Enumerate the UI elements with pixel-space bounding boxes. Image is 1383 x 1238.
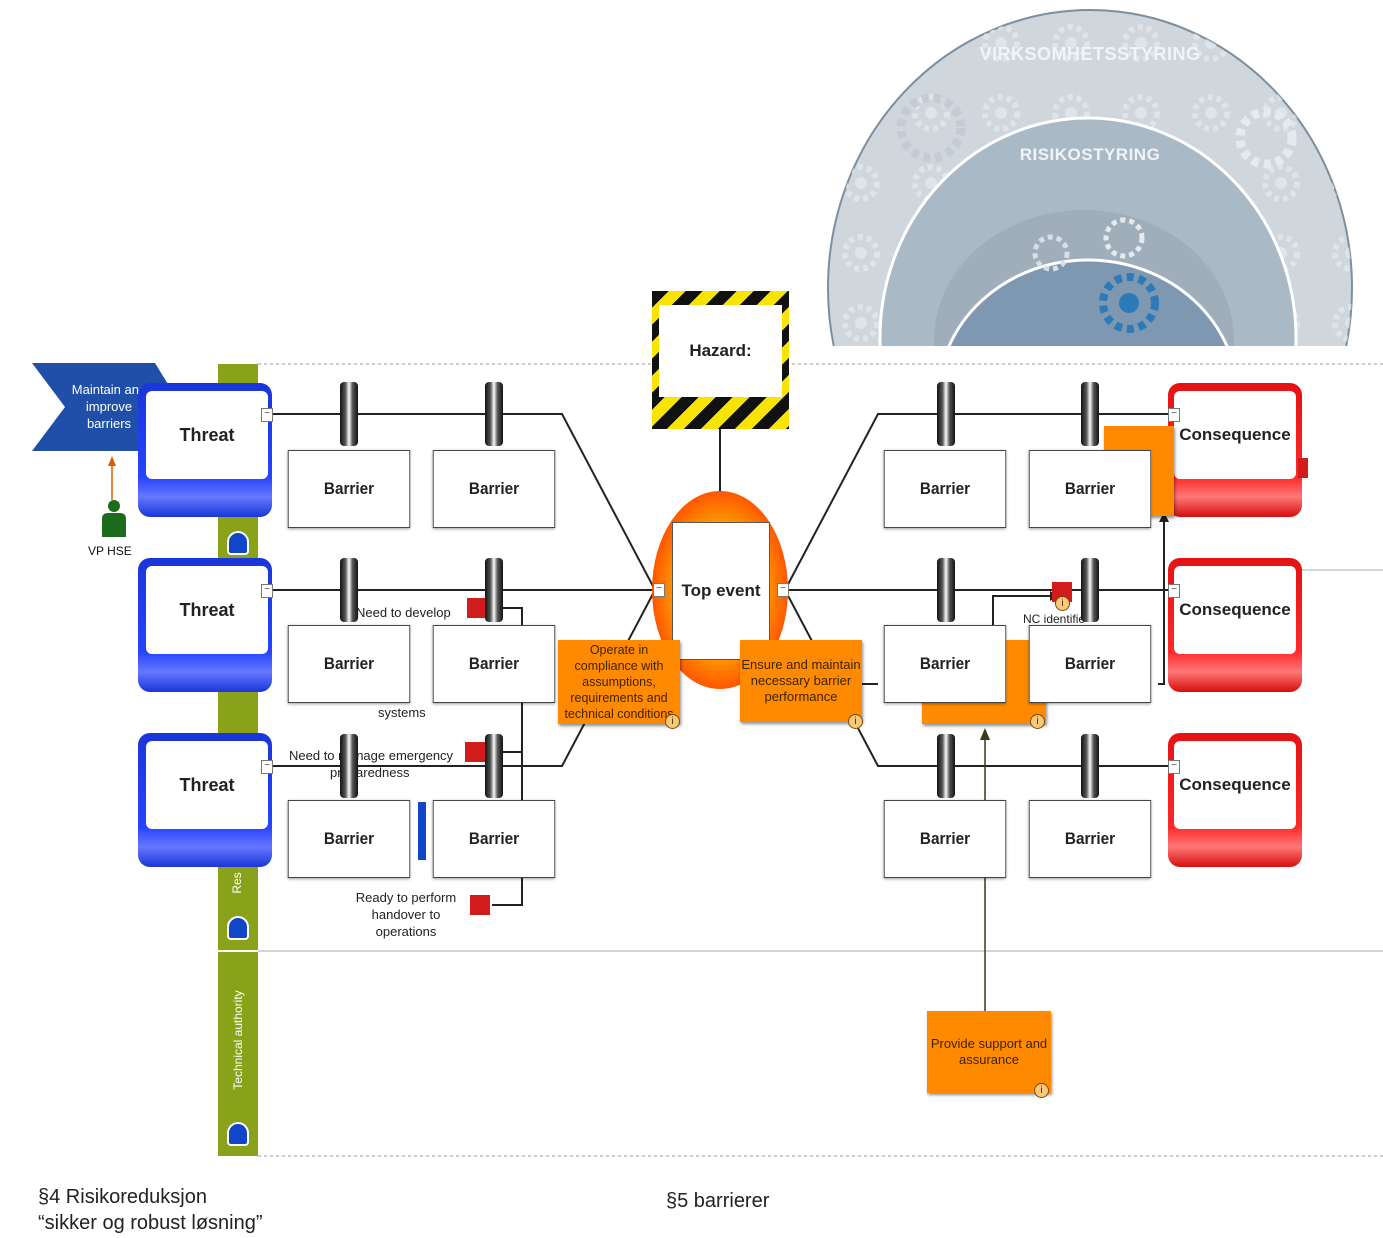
barrier-box[interactable]: Barrier [1028, 800, 1152, 878]
consequence-label: Consequence [1179, 775, 1291, 794]
lane-person-icon [229, 918, 247, 938]
info-icon[interactable]: i [1030, 714, 1045, 729]
lane-label-technical-authority: Technical authority [231, 990, 245, 1090]
barrier-cylinder [340, 382, 358, 446]
maintain-improve-label: Maintain and improve barriers [71, 382, 147, 431]
lane-person-icon [229, 533, 247, 553]
collapse-toggle[interactable]: − [1168, 408, 1180, 422]
hierarchy-inner-label: RISIKOSTYRING [1019, 145, 1161, 164]
threat-label: Threat [179, 599, 235, 620]
info-icon[interactable]: i [1034, 1083, 1049, 1098]
barrier-cylinder [1081, 558, 1099, 622]
action-operate[interactable]: Operate in compliance with assumptions, … [558, 640, 680, 724]
flag-need-develop[interactable] [467, 598, 487, 618]
note-nc-identified: NC identified [1023, 612, 1085, 626]
barrier-cylinder [340, 558, 358, 622]
collapse-toggle[interactable]: − [261, 408, 273, 422]
vp-hse-label: VP HSE [88, 544, 132, 558]
caption-left-line1: §4 Risikoreduksjon [38, 1186, 207, 1208]
threat-label: Threat [179, 424, 235, 445]
consequence-node[interactable]: Consequence [1168, 733, 1302, 867]
barrier-box[interactable]: Barrier [1028, 450, 1152, 528]
top-event-label: Top event [681, 581, 761, 600]
hazard-box: Hazard: [652, 291, 789, 429]
barrier-box[interactable]: Barrier [432, 625, 556, 703]
threat-node[interactable]: Threat [138, 383, 272, 517]
action-provide[interactable]: Provide support and assurance [927, 1011, 1051, 1093]
collapse-toggle[interactable]: − [777, 583, 789, 597]
barrier-cylinder [485, 382, 503, 446]
consequence-label: Consequence [1179, 600, 1291, 619]
threat-node[interactable]: Threat [138, 733, 272, 867]
barrier-box[interactable]: Barrier [432, 800, 556, 878]
consequence-label: Consequence [1179, 425, 1291, 444]
barrier-cylinder [937, 382, 955, 446]
action-ensure[interactable]: Ensure and maintain necessary barrier pe… [740, 640, 862, 722]
barrier-cylinder [1081, 734, 1099, 798]
barrier-cylinder [937, 558, 955, 622]
note-need-develop: Need to develop [356, 605, 451, 620]
note-ready-handover: Ready to perform handover to operations [355, 890, 457, 939]
threat-node[interactable]: Threat [138, 558, 272, 692]
collapse-toggle[interactable]: − [1168, 760, 1180, 774]
collapse-toggle[interactable]: − [653, 583, 665, 597]
barrier-cylinder [485, 734, 503, 798]
note-need-emergency: Need to manage emergency [289, 748, 454, 763]
info-icon[interactable]: i [848, 714, 863, 729]
collapse-toggle[interactable]: − [261, 760, 273, 774]
barrier-cylinder [340, 734, 358, 798]
collapse-toggle[interactable]: − [1168, 584, 1180, 598]
hierarchy-outer-label: VIRKSOMHETSSTYRING [979, 44, 1201, 64]
barrier-box[interactable]: Barrier [883, 625, 1007, 703]
flag-consequence[interactable] [1298, 458, 1308, 478]
barrier-box[interactable]: Barrier [883, 800, 1007, 878]
lane-person-icon [229, 1124, 247, 1144]
hazard-label: Hazard: [689, 341, 752, 360]
barrier-cylinder [937, 734, 955, 798]
barrier-cylinder [1081, 382, 1099, 446]
caption-right: §5 barrierer [666, 1190, 770, 1212]
flag-need-emergency[interactable] [465, 742, 485, 762]
barrier-cylinder [485, 558, 503, 622]
note-systems: systems [378, 705, 426, 720]
barrier-edge-marker [418, 802, 426, 860]
info-icon[interactable]: i [665, 714, 680, 729]
top-event-box: Top event [672, 522, 770, 660]
barrier-box[interactable]: Barrier [287, 450, 411, 528]
info-icon[interactable]: i [1055, 596, 1070, 611]
barrier-box[interactable]: Barrier [287, 800, 411, 878]
barrier-box[interactable]: Barrier [287, 625, 411, 703]
flag-ready-handover[interactable] [470, 895, 490, 915]
threat-label: Threat [179, 774, 235, 795]
collapse-toggle[interactable]: − [261, 584, 273, 598]
caption-left-line2: “sikker og robust løsning” [38, 1212, 263, 1234]
barrier-box[interactable]: Barrier [883, 450, 1007, 528]
barrier-box[interactable]: Barrier [432, 450, 556, 528]
consequence-node[interactable]: Consequence [1168, 558, 1302, 692]
consequence-node[interactable]: Consequence [1168, 383, 1302, 517]
hierarchy-graphic: VIRKSOMHETSSTYRING RISIKOSTYRING [826, 8, 1354, 346]
barrier-box[interactable]: Barrier [1028, 625, 1152, 703]
person-icon [100, 499, 128, 537]
